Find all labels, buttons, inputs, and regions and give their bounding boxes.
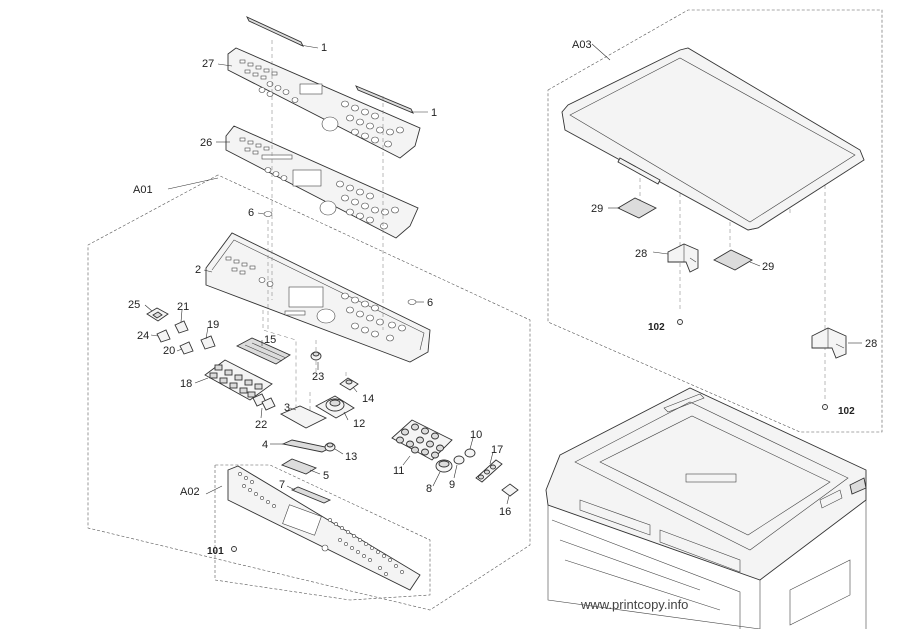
callout-9: 9: [449, 479, 455, 491]
callout-24: 24: [137, 330, 149, 342]
part-28-hinge-upper: [667, 243, 699, 273]
callout-21: 21: [177, 301, 189, 313]
part-10-button: [464, 448, 476, 458]
machine-body-illustration: [545, 387, 867, 630]
part-7-light-guide: [290, 486, 332, 504]
callout-16: 16: [499, 506, 511, 518]
part-17-button-row: [475, 459, 503, 483]
callout-4: 4: [262, 439, 268, 451]
callout-102-lower: 102: [838, 406, 855, 417]
part-26-overlay-sheet: [225, 125, 419, 239]
callout-5: 5: [323, 470, 329, 482]
part-2-panel-frame: [205, 232, 431, 363]
screw-102-upper: [677, 319, 683, 325]
part-29-pad-upper: [617, 197, 657, 219]
part-6-ring-upper: [263, 211, 273, 217]
callout-13: 13: [345, 451, 357, 463]
part-1-strip-lower: [355, 85, 414, 114]
part-12-dial: [315, 395, 355, 419]
callout-15: 15: [264, 334, 276, 346]
part-11-key-cluster: [391, 419, 453, 461]
part-18-keypad-buttons: [204, 359, 273, 401]
part-15-button-strip: [235, 337, 291, 365]
callout-10: 10: [470, 429, 482, 441]
callout-1-lower: 1: [431, 107, 437, 119]
group-a02-boundary: [214, 464, 431, 601]
callout-2: 2: [195, 264, 201, 276]
callout-3: 3: [284, 402, 290, 414]
callout-28-upper: 28: [635, 248, 647, 260]
callout-29-lower: 29: [762, 261, 774, 273]
callout-19: 19: [207, 319, 219, 331]
part-8-button: [435, 459, 453, 473]
watermark-text: www.printcopy.info: [580, 597, 688, 612]
callout-18: 18: [180, 378, 192, 390]
callout-14: 14: [362, 393, 374, 405]
part-5-light-guide: [280, 458, 318, 475]
part-19-button: [200, 335, 216, 350]
callout-29-upper: 29: [591, 203, 603, 215]
group-label-a01: A01: [133, 184, 153, 196]
part-22-button: [252, 393, 276, 411]
callout-27: 27: [202, 58, 214, 70]
callout-20: 20: [163, 345, 175, 357]
callout-102-upper: 102: [648, 322, 665, 333]
part-25-button: [146, 307, 169, 322]
part-3-lcd-window: [279, 405, 328, 429]
callout-25: 25: [128, 299, 140, 311]
part-16-button: [501, 483, 519, 497]
callout-6-lower: 6: [427, 297, 433, 309]
part-28-hinge-lower: [811, 327, 847, 359]
callout-23: 23: [312, 371, 324, 383]
part-13-button: [324, 442, 336, 452]
part-21-button: [174, 320, 189, 334]
part-4-light-guide: [281, 439, 332, 453]
callout-22: 22: [255, 419, 267, 431]
leader-lines: [144, 43, 862, 505]
screw-102-lower: [822, 404, 828, 410]
part-1-strip-upper: [246, 16, 304, 47]
callout-12: 12: [353, 418, 365, 430]
part-27-overlay-sheet: [227, 47, 421, 159]
callout-26: 26: [200, 137, 212, 149]
callout-11: 11: [393, 465, 404, 477]
part-9-button: [453, 455, 465, 465]
part-14-button: [339, 377, 359, 391]
group-a03-boundary: [547, 9, 883, 433]
part-24-button: [156, 329, 171, 343]
group-a01-boundary: [87, 174, 531, 611]
part-20-button: [179, 341, 194, 355]
callout-28-lower: 28: [865, 338, 877, 350]
part-6-ring-lower: [407, 299, 417, 305]
callout-6-upper: 6: [248, 207, 254, 219]
callout-1-upper: 1: [321, 42, 327, 54]
callout-101: 101: [207, 546, 224, 557]
screw-101: [231, 546, 237, 552]
callout-17: 17: [491, 444, 503, 456]
group-label-a03: A03: [572, 39, 592, 51]
part-a03-original-cover: [561, 47, 865, 231]
part-a02-main-pwb: [227, 465, 421, 591]
callout-7: 7: [279, 479, 285, 491]
group-label-a02: A02: [180, 486, 200, 498]
part-29-pad-lower: [713, 249, 753, 271]
callout-8: 8: [426, 483, 432, 495]
part-23-button: [310, 351, 322, 361]
